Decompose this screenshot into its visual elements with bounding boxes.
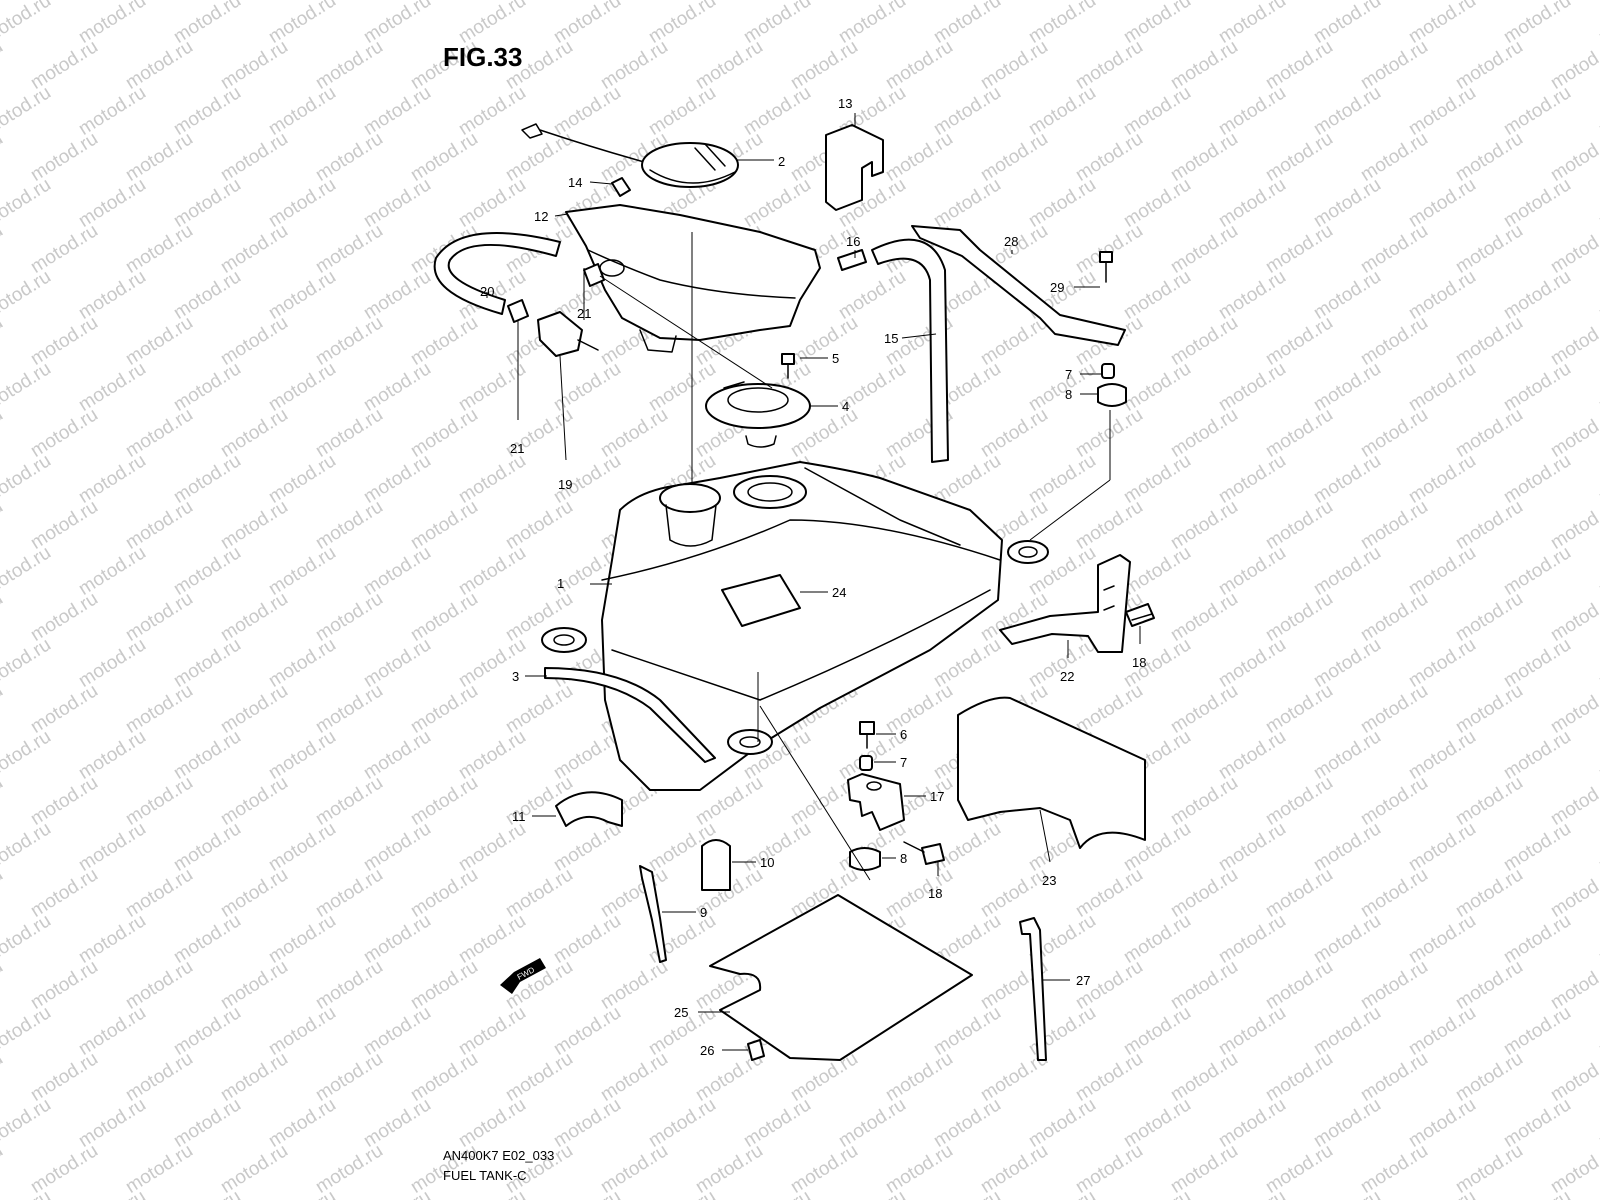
- callout-21-lower: 21: [510, 441, 524, 456]
- callout-12: 12: [534, 209, 548, 224]
- callout-18-lower: 18: [928, 886, 942, 901]
- fwd-arrow-icon: FWD: [500, 958, 546, 994]
- callout-7-lower: 7: [900, 755, 907, 770]
- part-label-24: [721, 574, 801, 627]
- part-bolt-18-right: [1125, 603, 1155, 627]
- part-fitting-14: [611, 177, 631, 197]
- part-bracket-17: [847, 773, 905, 831]
- callout-26: 26: [700, 1043, 714, 1058]
- part-fuel-tank-1: [541, 461, 1049, 791]
- callout-28: 28: [1004, 234, 1018, 249]
- callout-16: 16: [846, 234, 860, 249]
- callout-10: 10: [760, 855, 774, 870]
- callout-11: 11: [512, 809, 526, 824]
- part-collar-7-upper: [1101, 363, 1115, 379]
- part-sheet-25: [709, 894, 973, 1061]
- part-bracket-28: [911, 225, 1126, 346]
- callout-6: 6: [900, 727, 907, 742]
- part-bolt-6: [859, 721, 875, 749]
- part-bolt-18-lower: [903, 841, 945, 865]
- part-screw-5: [781, 353, 795, 379]
- part-clamp-21-upper: [583, 263, 605, 287]
- callout-7-upper: 7: [1065, 367, 1072, 382]
- callout-13: 13: [838, 96, 852, 111]
- callout-1: 1: [557, 576, 564, 591]
- callout-20: 20: [480, 284, 494, 299]
- callout-29: 29: [1050, 280, 1064, 295]
- callout-14: 14: [568, 175, 582, 190]
- part-grommet-8-lower: [849, 847, 881, 871]
- callout-15: 15: [884, 331, 898, 346]
- part-bracket-22: [999, 554, 1131, 653]
- part-shield-23: [957, 696, 1146, 849]
- callout-18-right: 18: [1132, 655, 1146, 670]
- part-tie-27: [1019, 917, 1047, 1061]
- callout-17: 17: [930, 789, 944, 804]
- callout-labels: 1 2 3 4 5 6 7 7 8 8 9 10 11 12 13 14 15 …: [480, 96, 1146, 1058]
- part-clip-26: [747, 1039, 765, 1061]
- part-strip-3: [544, 667, 716, 763]
- callout-9: 9: [700, 905, 707, 920]
- callout-8-upper: 8: [1065, 387, 1072, 402]
- part-bolt-29: [1099, 251, 1113, 283]
- part-fuel-cap: [521, 123, 739, 188]
- callout-27: 27: [1076, 973, 1090, 988]
- callout-25: 25: [674, 1005, 688, 1020]
- callout-3: 3: [512, 669, 519, 684]
- part-flange-4: [705, 381, 811, 448]
- part-nipple-16: [837, 249, 867, 271]
- callout-22: 22: [1060, 669, 1074, 684]
- part-cover-13: [825, 124, 884, 211]
- callout-21-upper: 21: [577, 306, 591, 321]
- callout-4: 4: [842, 399, 849, 414]
- part-clamp-21-lower: [507, 299, 529, 323]
- part-cushion-11: [555, 791, 623, 827]
- part-hose-9: [639, 865, 667, 963]
- part-hose-15: [871, 238, 949, 463]
- figure-title: FIG.33: [443, 42, 523, 72]
- part-tray-12: [565, 204, 821, 353]
- part-grommet-8-upper: [1097, 383, 1127, 407]
- figure-footer: AN400K7 E02_033 FUEL TANK-C: [443, 1146, 554, 1186]
- callout-24: 24: [832, 585, 846, 600]
- callout-2: 2: [778, 154, 785, 169]
- callout-5: 5: [832, 351, 839, 366]
- part-valve-19: [537, 311, 599, 357]
- callout-8-lower: 8: [900, 851, 907, 866]
- leader-lines: [486, 113, 1141, 1051]
- model-code: AN400K7 E02_033: [443, 1148, 555, 1163]
- callout-23: 23: [1042, 873, 1056, 888]
- part-pad-10: [701, 839, 731, 891]
- part-collar-7-lower: [859, 755, 873, 771]
- section-name: FUEL TANK-C: [443, 1168, 527, 1183]
- callout-19: 19: [558, 477, 572, 492]
- part-hose-20: [433, 232, 561, 315]
